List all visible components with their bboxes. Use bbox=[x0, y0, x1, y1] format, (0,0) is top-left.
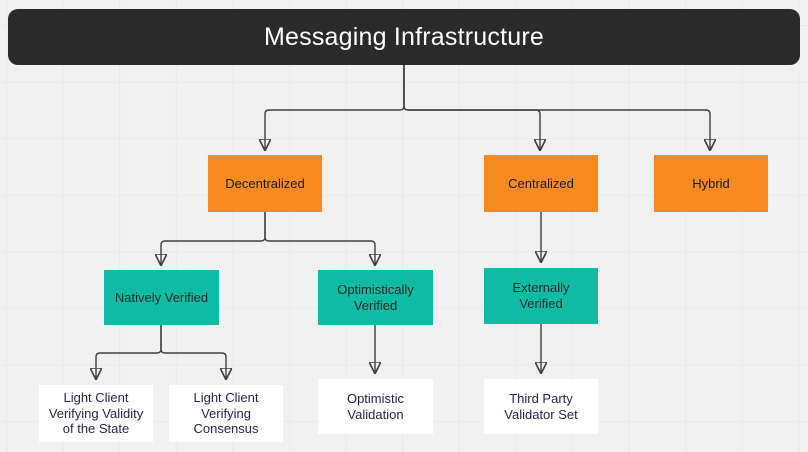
edge-root-hybrid bbox=[403, 64, 710, 149]
node-messaging-infrastructure: Messaging Infrastructure bbox=[8, 9, 800, 65]
edge-decentralized-natively bbox=[161, 211, 266, 264]
edge-root-centralized bbox=[403, 64, 540, 149]
node-light-client-validity: Light Client Verifying Validity of the S… bbox=[39, 385, 153, 442]
node-light-client-consensus: Light Client Verifying Consensus bbox=[169, 385, 283, 442]
node-third-party-validator-set: Third Party Validator Set bbox=[484, 379, 598, 434]
node-hybrid: Hybrid bbox=[654, 155, 768, 212]
node-centralized: Centralized bbox=[484, 155, 598, 212]
node-externally-verified: Externally Verified bbox=[484, 268, 598, 324]
node-optimistic-validation: Optimistic Validation bbox=[318, 379, 433, 434]
node-natively-verified: Natively Verified bbox=[104, 270, 219, 325]
edge-decentralized-optimistically bbox=[264, 211, 375, 264]
node-decentralized: Decentralized bbox=[208, 155, 322, 212]
edge-natively-lc-consensus bbox=[160, 324, 226, 378]
edge-natively-lc-validity bbox=[96, 324, 162, 378]
node-optimistically-verified: Optimistically Verified bbox=[318, 270, 433, 325]
edge-root-decentralized bbox=[265, 64, 405, 149]
